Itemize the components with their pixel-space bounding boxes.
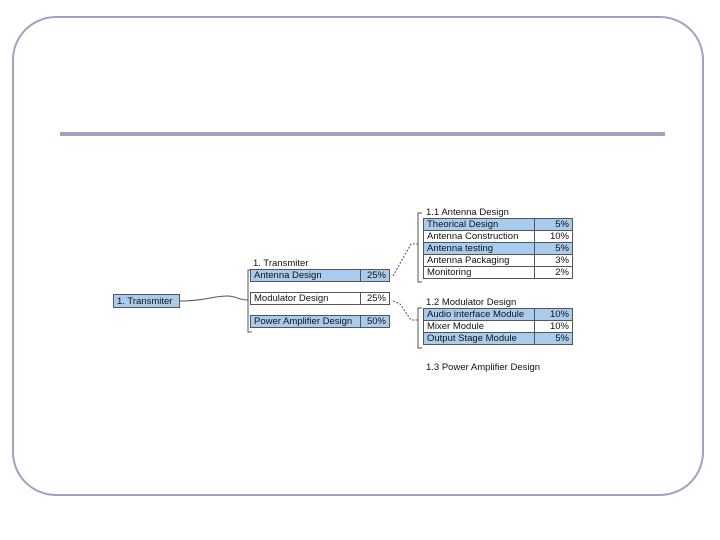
row-percent: 50% bbox=[360, 315, 390, 328]
row-percent: 10% bbox=[534, 320, 573, 333]
connector-root bbox=[179, 295, 249, 302]
modulator-table: Audio interface Module 10% Mixer Module … bbox=[423, 308, 573, 345]
row-label: Power Amplifier Design bbox=[250, 315, 361, 328]
bracket-modulator bbox=[417, 307, 422, 349]
row-label: Mixer Module bbox=[423, 320, 535, 333]
amplifier-heading: 1.3 Power Amplifier Design bbox=[426, 362, 541, 373]
row-label: Antenna Design bbox=[250, 269, 361, 282]
row-label: Monitoring bbox=[423, 266, 535, 279]
table-row: Monitoring 2% bbox=[423, 266, 573, 279]
antenna-heading: 1.1 Antenna Design bbox=[426, 207, 509, 218]
row-percent: 25% bbox=[360, 269, 390, 282]
row-percent: 25% bbox=[360, 292, 390, 305]
bracket-antenna bbox=[417, 212, 422, 283]
table-row: Antenna Construction 10% bbox=[423, 230, 573, 243]
row-label: Output Stage Module bbox=[423, 332, 535, 345]
table-row: Antenna Design 25% bbox=[250, 269, 390, 282]
connector-antenna bbox=[392, 243, 418, 277]
row-label: Audio interface Module bbox=[423, 308, 535, 321]
level1-table: Antenna Design 25% Modulator Design 25% … bbox=[250, 269, 390, 328]
connector-modulator bbox=[392, 300, 418, 321]
table-row: Output Stage Module 5% bbox=[423, 332, 573, 345]
row-label: Antenna Construction bbox=[423, 230, 535, 243]
antenna-table: Theorical Design 5% Antenna Construction… bbox=[423, 218, 573, 279]
table-row: Antenna Packaging 3% bbox=[423, 254, 573, 267]
row-percent: 10% bbox=[534, 308, 573, 321]
spacer-row bbox=[251, 282, 390, 293]
table-row: Audio interface Module 10% bbox=[423, 308, 573, 321]
table-row: Antenna testing 5% bbox=[423, 242, 573, 255]
spacer-row bbox=[251, 305, 390, 316]
row-percent: 5% bbox=[534, 242, 573, 255]
level1-heading: 1. Transmiter bbox=[253, 258, 309, 269]
modulator-heading: 1.2 Modulator Design bbox=[426, 297, 517, 308]
row-label: Antenna testing bbox=[423, 242, 535, 255]
row-percent: 5% bbox=[534, 332, 573, 345]
table-row: Modulator Design 25% bbox=[250, 292, 390, 305]
table-row: Mixer Module 10% bbox=[423, 320, 573, 333]
row-label: Theorical Design bbox=[423, 218, 535, 231]
table-row: Theorical Design 5% bbox=[423, 218, 573, 231]
root-node: 1. Transmiter bbox=[113, 294, 180, 308]
row-label: Antenna Packaging bbox=[423, 254, 535, 267]
row-percent: 5% bbox=[534, 218, 573, 231]
title-divider bbox=[60, 132, 665, 136]
row-percent: 10% bbox=[534, 230, 573, 243]
table-row: Power Amplifier Design 50% bbox=[250, 315, 390, 328]
row-percent: 2% bbox=[534, 266, 573, 279]
row-label: Modulator Design bbox=[250, 292, 361, 305]
row-percent: 3% bbox=[534, 254, 573, 267]
slide-frame bbox=[12, 16, 704, 496]
